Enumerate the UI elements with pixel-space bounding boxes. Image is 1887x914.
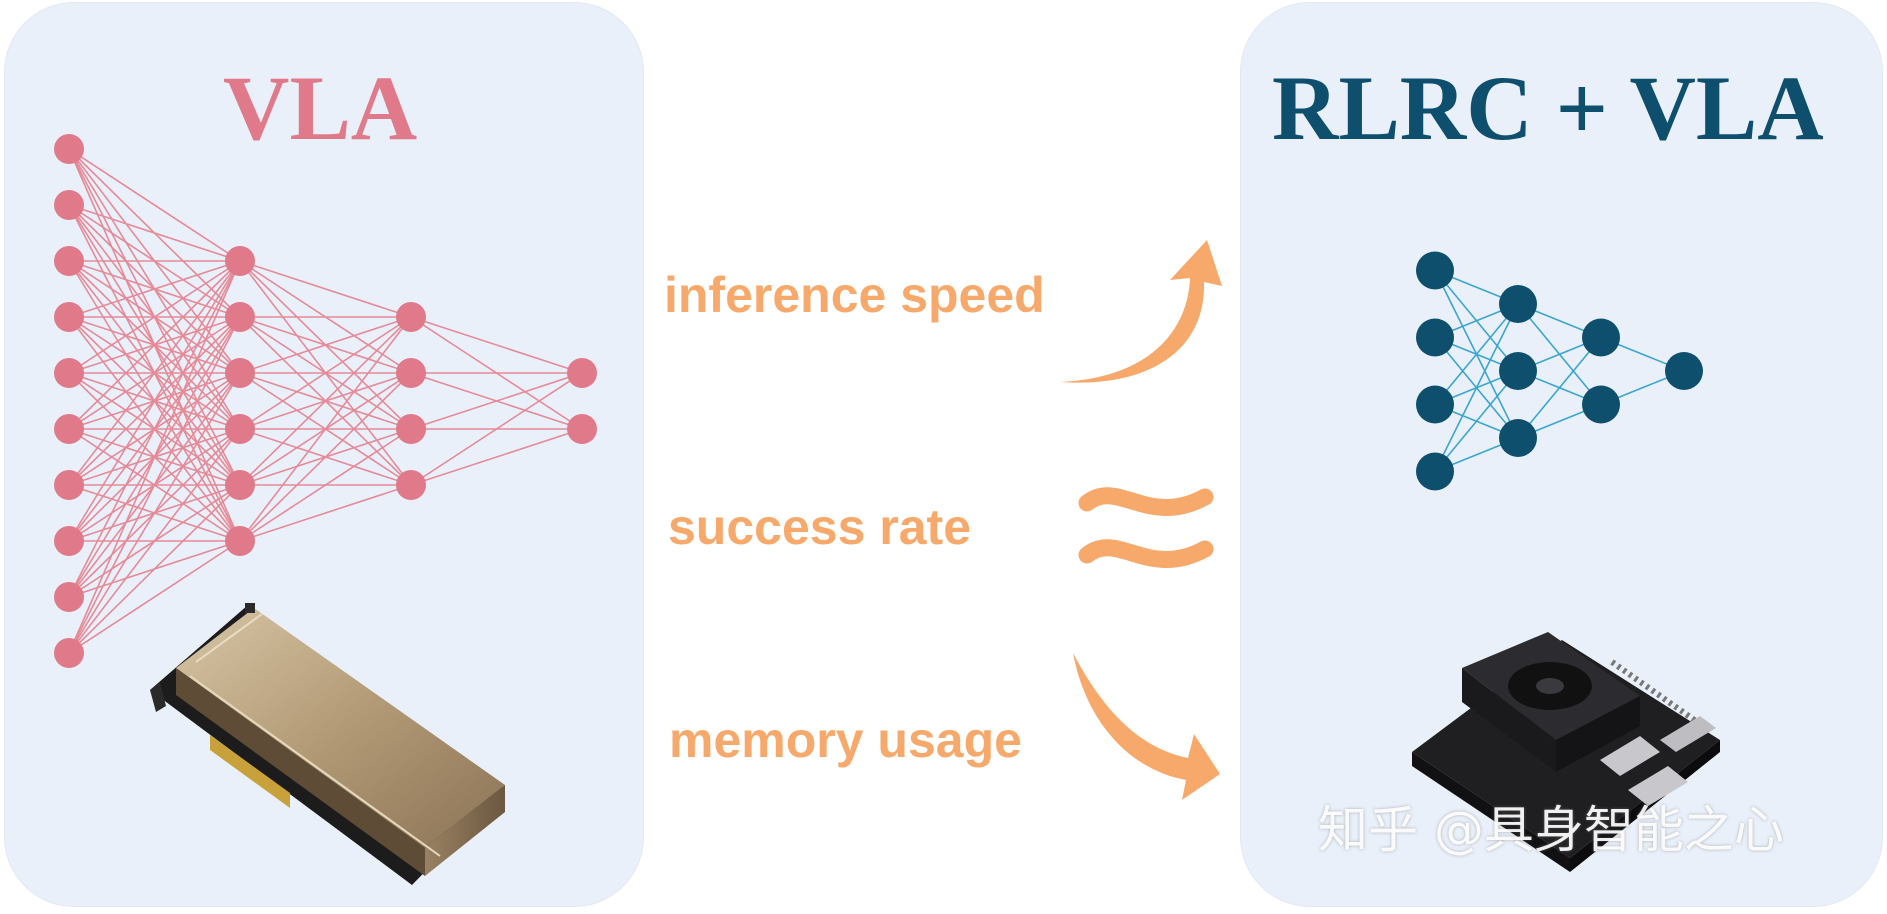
network-edge [68,260,241,374]
network-edge [239,428,412,542]
network-node [567,358,597,388]
arrow-up-icon [1060,240,1222,383]
network-edge [1517,336,1602,439]
network-node [225,526,255,556]
success-rate-label: success rate [668,499,972,555]
network-edge [410,372,583,486]
network-node [1416,385,1454,424]
network-edge [68,372,241,654]
network-node [54,358,84,388]
arrow-down-icon [1073,653,1220,800]
network-edge [1434,370,1519,473]
network-edge [239,316,412,486]
network-edge [68,540,241,654]
network-node [1416,251,1454,290]
network-edge [239,316,412,374]
rlrc-neural-network [1416,251,1703,491]
network-node [396,470,426,500]
network-node [54,302,84,332]
network-edge [68,260,241,598]
vla-neural-network [54,134,597,668]
network-node [1499,285,1537,323]
network-edge [410,316,583,374]
rlrc-vla-title: RLRC + VLA [1272,57,1824,159]
network-edge [68,484,241,654]
network-edge [1434,303,1519,406]
vla-title: VLA [223,57,418,159]
network-edge [68,148,241,262]
network-edge [68,260,241,318]
network-node [1499,352,1537,390]
network-edge [239,484,412,542]
network-node [396,302,426,332]
network-edge [239,260,412,318]
network-node [396,414,426,444]
network-edge [410,428,583,486]
watermark: 知乎 @具身智能之心 [1318,801,1784,859]
network-edge [68,260,241,486]
network-edge [68,316,241,654]
network-node [54,246,84,276]
network-node [54,134,84,164]
approx-equal-icon [1078,487,1214,568]
network-node [54,526,84,556]
network-node [1582,385,1620,424]
network-node [567,414,597,444]
network-node [225,470,255,500]
network-node [1665,352,1703,390]
network-edge [68,260,241,430]
network-node [225,302,255,332]
inference-speed-label: inference speed [664,267,1045,323]
network-edge [239,372,412,542]
network-node [54,190,84,220]
network-node [54,414,84,444]
network-node [1499,419,1537,457]
network-node [1416,318,1454,357]
network-edge [68,260,241,542]
network-node [1582,318,1620,357]
edge-board-icon [1412,632,1720,872]
network-node [54,470,84,500]
gpu-card-icon [150,603,505,885]
network-node [1416,452,1454,491]
network-edge [410,372,583,430]
network-node [54,638,84,668]
network-node [225,358,255,388]
network-node [54,582,84,612]
network-node [225,414,255,444]
network-node [225,246,255,276]
network-edge [68,204,241,262]
network-edge [1434,303,1519,472]
network-edge [239,316,412,430]
network-edge [68,260,241,654]
memory-usage-label: memory usage [669,712,1022,768]
network-edge [239,316,412,542]
network-edge [68,428,241,654]
network-node [396,358,426,388]
